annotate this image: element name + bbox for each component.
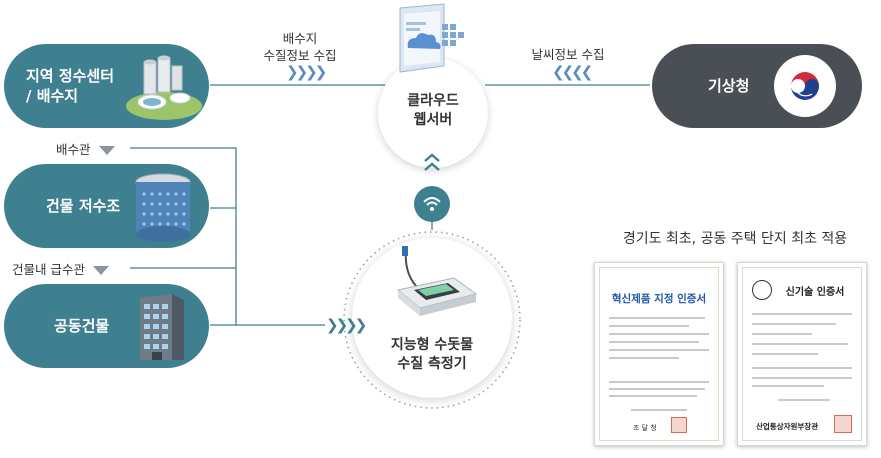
cloud-server-label: 클라우드 웹서버 (407, 93, 459, 128)
official-seal (834, 415, 852, 433)
certificate-heading: 경기도 최초, 공동 주택 단지 최초 적용 (622, 231, 848, 247)
innovation-certificate-issuer: 조 달 청 (633, 424, 657, 432)
apartment-building-icon (140, 294, 184, 360)
water-center-label: 지역 정수센터 / 배수지 (26, 67, 115, 105)
wifi-badge (414, 186, 450, 222)
innovation-certificate: 혁신제품 지정 인증서 조 달 청 (594, 262, 724, 446)
apartment-node: 공동건물 (4, 284, 209, 368)
apartment-label: 공동건물 (54, 317, 110, 335)
up-chevrons-icon (424, 153, 440, 171)
cloud-server-hub (378, 58, 488, 168)
down-triangle-icon (98, 146, 115, 155)
sensor-hub (352, 238, 512, 398)
right-chevrons-icon: ❯❯❯❯ (326, 316, 367, 334)
weather-flow-label: 날씨정보 수집 (531, 47, 605, 62)
new-tech-certificate: 신기술 인증서 산업통상자원부장관 (737, 262, 867, 446)
kma-label: 기상청 (708, 77, 750, 95)
sensor-label: 지능형 수돗물 수질 측정기 (390, 337, 474, 372)
water-tank-icon (135, 173, 191, 242)
down-triangle-icon (92, 266, 109, 275)
water-quality-flow-label: 배수지 수질정보 수집 (263, 31, 337, 63)
cloud-server-icon (399, 3, 464, 73)
new-tech-certificate-title: 신기술 인증서 (785, 287, 845, 298)
left-chevrons-icon: ❮❮❮❮ (552, 63, 593, 81)
taegeuk-emblem-icon (791, 72, 819, 100)
building-tank-node: 건물 저수조 (4, 164, 209, 248)
water-center-node: 지역 정수센터 / 배수지 (4, 44, 209, 128)
indoor-pipe-label: 건물내 급수관 (12, 259, 109, 278)
right-chevrons-icon: ❯❯❯❯ (286, 63, 327, 81)
water-quality-meter-icon (396, 246, 478, 316)
building-tank-label: 건물 저수조 (46, 197, 121, 215)
kma-node: 기상청 (652, 44, 862, 128)
main-pipe-label: 배수관 (56, 139, 115, 158)
nt-mark-icon (752, 280, 772, 300)
wifi-icon (423, 197, 441, 211)
new-tech-certificate-issuer: 산업통상자원부장관 (756, 422, 819, 431)
water-plant-icon (126, 55, 202, 120)
innovation-certificate-title: 혁신제품 지정 인증서 (611, 293, 707, 305)
official-seal (671, 417, 687, 433)
